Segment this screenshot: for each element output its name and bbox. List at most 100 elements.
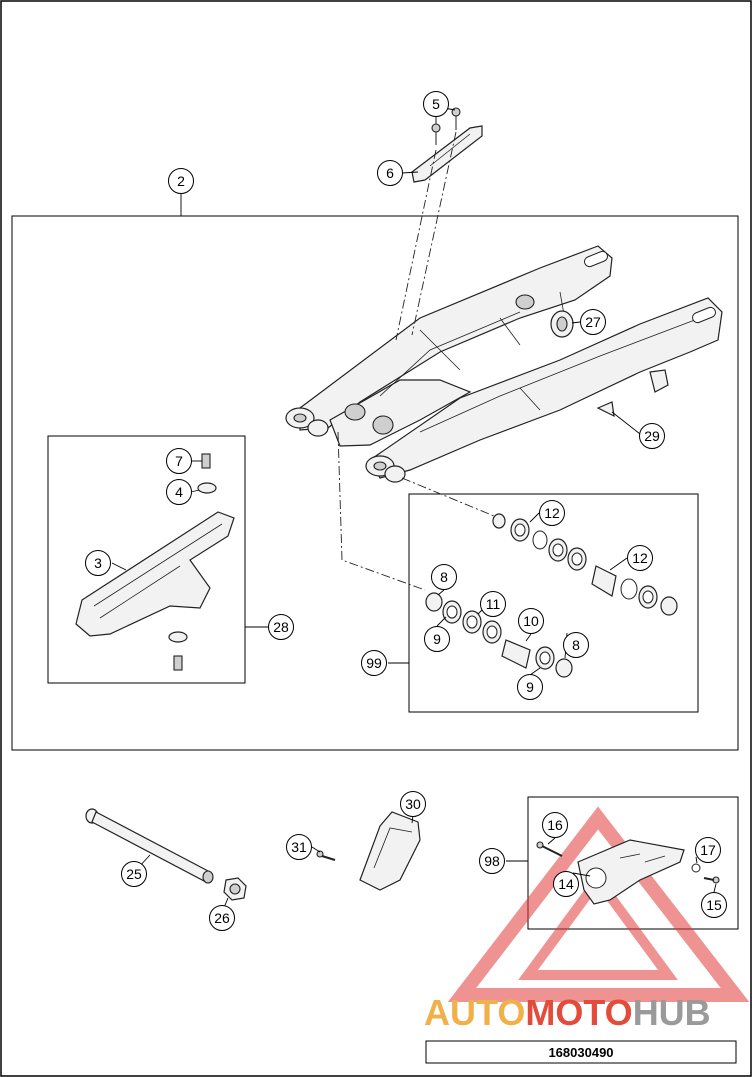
bearing-kit-group-box [408, 493, 699, 713]
rubber-bumper-part [550, 310, 574, 338]
callout-26: 26 [209, 905, 235, 931]
callout-label: 17 [700, 842, 716, 858]
callout-circle [121, 861, 147, 887]
callout-label: 30 [405, 796, 421, 812]
callout-circle [701, 892, 727, 918]
callout-circle [563, 632, 589, 658]
callout-10: 10 [518, 608, 544, 634]
callout-5: 5 [423, 91, 449, 117]
callout-label: 31 [291, 839, 307, 855]
callout-circle [286, 834, 312, 860]
callout-circle [553, 871, 579, 897]
callout-99: 99 [361, 650, 387, 676]
callout-circle [423, 91, 449, 117]
callout-circle [168, 168, 194, 194]
callout-label: 6 [386, 165, 394, 181]
callout-27: 27 [580, 309, 606, 335]
chain-slider-group-box [47, 435, 246, 684]
callout-circle [695, 837, 721, 863]
callout-label: 11 [486, 596, 501, 612]
guard-part [316, 811, 421, 891]
callout-17: 17 [695, 837, 721, 863]
chain-slider-illustration [75, 453, 235, 671]
callout-98: 98 [479, 848, 505, 874]
axle-part [85, 808, 214, 884]
leader-dash [411, 131, 457, 336]
callout-2: 2 [168, 168, 194, 194]
callout-11: 11 [480, 591, 506, 617]
callout-label: 2 [177, 173, 185, 189]
callout-label: 12 [632, 550, 648, 566]
callout-circle [580, 309, 606, 335]
callout-12b: 12 [627, 545, 653, 571]
callout-circle [517, 674, 543, 700]
callout-circle [431, 564, 457, 590]
callout-circle [166, 479, 192, 505]
callout-label: 99 [366, 655, 382, 671]
callout-circle [377, 160, 403, 186]
watermark-text: AUTOMOTOHUB [424, 992, 711, 1033]
callout-8a: 8 [431, 564, 457, 590]
leader-dash [337, 431, 426, 591]
callout-label: 4 [175, 484, 183, 500]
callout-label: 8 [440, 569, 448, 585]
nut-part [223, 877, 247, 901]
callout-29: 29 [639, 423, 665, 449]
callout-label: 12 [544, 505, 560, 521]
drawing-number-box [425, 1040, 737, 1064]
callout-6: 6 [377, 160, 403, 186]
callout-4: 4 [166, 479, 192, 505]
callout-label: 5 [432, 96, 440, 112]
callout-circle [166, 448, 192, 474]
callout-9a: 9 [424, 626, 450, 652]
callout-circle [209, 905, 235, 931]
callout-circle [424, 626, 450, 652]
mounting-bracket-part [411, 107, 483, 183]
callout-31: 31 [286, 834, 312, 860]
callout-16: 16 [542, 812, 568, 838]
callout-circle [480, 591, 506, 617]
callout-15: 15 [701, 892, 727, 918]
callout-label: 26 [214, 910, 230, 926]
chain-guide-part [536, 839, 720, 905]
callout-label: 98 [484, 853, 500, 869]
bearing-kit-illustration [425, 513, 678, 678]
callout-label: 27 [585, 314, 601, 330]
leader-dash [401, 477, 495, 517]
drawing-number: 168030490 [548, 1045, 613, 1060]
callout-circle [639, 423, 665, 449]
callout-label: 10 [523, 613, 539, 629]
callout-circle [539, 500, 565, 526]
callout-label: 14 [558, 876, 574, 892]
callout-3: 3 [85, 550, 111, 576]
callout-label: 25 [126, 866, 142, 882]
watermark-logo [447, 806, 750, 1002]
callout-label: 28 [273, 619, 289, 635]
callout-label: 29 [644, 428, 660, 444]
swingarm-group-box [11, 215, 739, 751]
callout-label: 3 [94, 555, 102, 571]
callout-8b: 8 [563, 632, 589, 658]
callout-circle [627, 545, 653, 571]
callout-label: 7 [175, 453, 183, 469]
callout-circle [361, 650, 387, 676]
callout-label: 9 [433, 631, 441, 647]
callout-25: 25 [121, 861, 147, 887]
swingarm-illustration [285, 245, 723, 483]
callout-circle [479, 848, 505, 874]
callout-circle [85, 550, 111, 576]
leader-dash [395, 149, 437, 341]
leader-lines [111, 107, 717, 911]
callout-30: 30 [400, 791, 426, 817]
callout-28: 28 [268, 614, 294, 640]
callout-circle [518, 608, 544, 634]
callout-12a: 12 [539, 500, 565, 526]
callout-14: 14 [553, 871, 579, 897]
callout-circle [542, 812, 568, 838]
callout-label: 15 [706, 897, 722, 913]
callout-label: 16 [547, 817, 563, 833]
